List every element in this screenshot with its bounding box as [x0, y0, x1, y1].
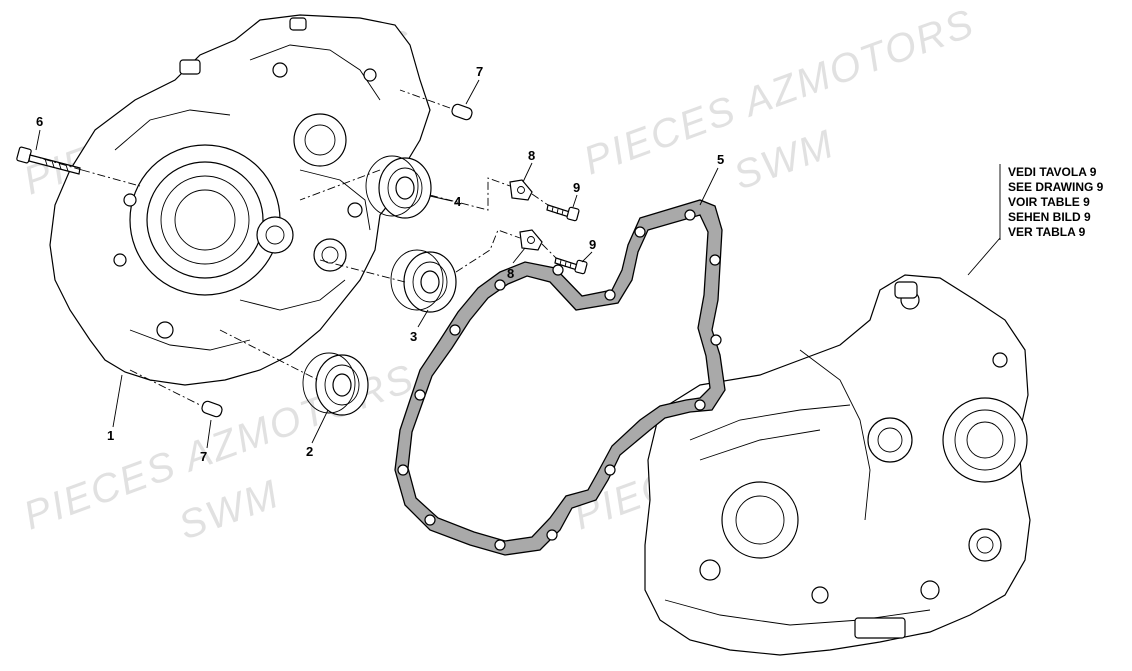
callout-labels: 1 2 3 4 5 6 7 7 8 8 9 9: [36, 64, 724, 464]
leader-9a: [572, 194, 578, 208]
watermark-model-right: SWM: [728, 122, 841, 199]
right-crankcase-half: [644, 274, 1031, 656]
callout-7a: 7: [476, 64, 483, 79]
watermark-model-bottom-left: SWM: [173, 472, 286, 549]
reference-line-5: VER TABLA 9: [1008, 225, 1086, 239]
leader-8b: [512, 247, 526, 264]
leader-reference: [967, 237, 1001, 276]
leader-4: [429, 195, 453, 202]
crankcase-gasket: [394, 199, 726, 556]
callout-5: 5: [717, 152, 724, 167]
callout-8a: 8: [528, 148, 535, 163]
callout-9a: 9: [573, 180, 580, 195]
leader-lines: [35, 79, 1001, 449]
leader-6: [35, 129, 41, 151]
assembly-lines: [39, 89, 557, 406]
leader-5: [699, 167, 719, 206]
bearing-part-3: [390, 249, 457, 313]
leader-3: [417, 309, 429, 328]
bearing-part-4: [365, 155, 432, 219]
reference-line-2: SEE DRAWING 9: [1008, 180, 1104, 194]
dowel-pin-lower: [201, 400, 223, 418]
left-crankcase-half: [49, 14, 431, 386]
screw-lower: [554, 257, 588, 275]
dowel-pin-upper: [451, 103, 473, 121]
bracket-upper: [509, 179, 533, 201]
callout-9b: 9: [589, 237, 596, 252]
leader-1: [112, 374, 123, 428]
callout-4: 4: [454, 194, 462, 209]
callout-6: 6: [36, 114, 43, 129]
leader-7a: [465, 79, 480, 105]
callout-7b: 7: [200, 449, 207, 464]
bracket-lower: [519, 229, 543, 251]
leader-7b: [206, 419, 212, 449]
reference-line-1: VEDI TAVOLA 9: [1008, 165, 1097, 179]
drawing-reference-note: VEDI TAVOLA 9 SEE DRAWING 9 VOIR TABLE 9…: [999, 164, 1104, 240]
leader-2: [311, 409, 329, 444]
reference-line-4: SEHEN BILD 9: [1008, 210, 1091, 224]
callout-2: 2: [306, 444, 313, 459]
bearing-part-2: [302, 352, 369, 416]
bolt-part-6: [16, 146, 81, 175]
reference-line-3: VOIR TABLE 9: [1008, 195, 1090, 209]
screw-upper: [546, 204, 580, 222]
leader-8a: [522, 162, 533, 183]
callout-3: 3: [410, 329, 417, 344]
leader-9b: [581, 251, 593, 263]
callout-1: 1: [107, 428, 114, 443]
callout-8b: 8: [507, 266, 514, 281]
